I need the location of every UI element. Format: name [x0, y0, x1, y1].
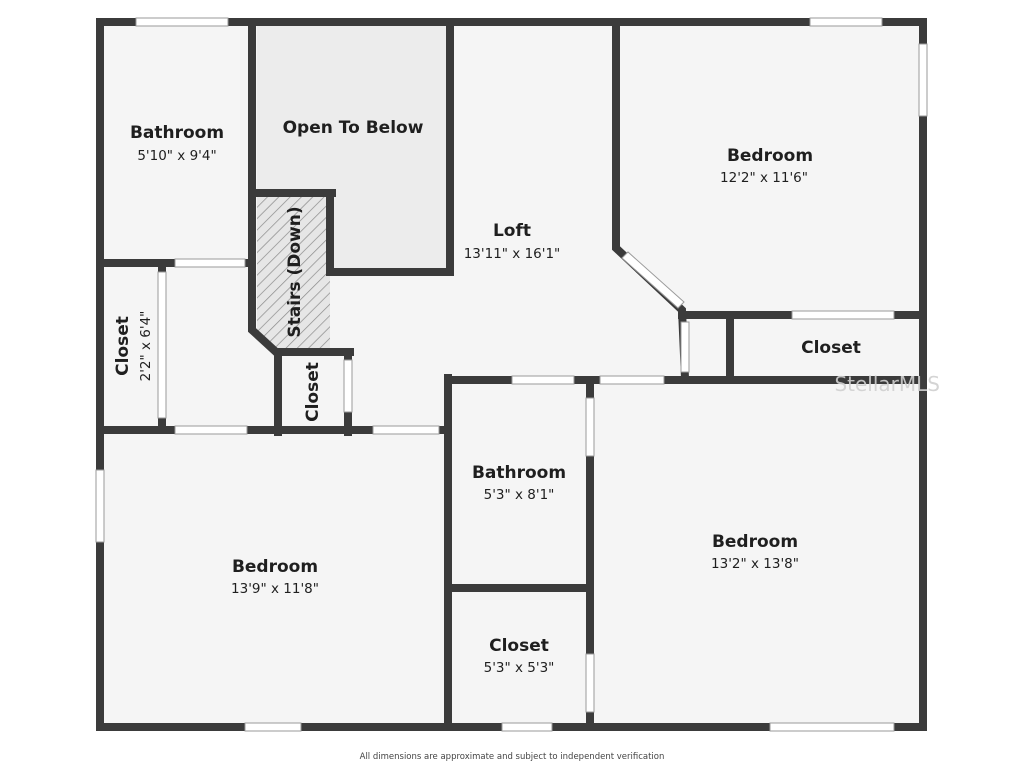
- windows: [95, 17, 928, 732]
- room-name-closet-left: Closet: [113, 316, 133, 376]
- room-dims-closet-bottom: 5'3" x 5'3": [484, 660, 555, 676]
- room-name-closet-right: Closet: [801, 338, 861, 358]
- room-dims-bathroom-middle: 5'3" x 8'1": [484, 487, 555, 503]
- room-name-bathroom-middle: Bathroom: [472, 463, 566, 483]
- room-name-bathroom-top-left: Bathroom: [130, 123, 224, 143]
- stairs-area: [257, 195, 330, 352]
- room-name-open-to-below: Open To Below: [283, 118, 424, 138]
- room-name-closet-bottom: Closet: [489, 636, 549, 656]
- room-dims-loft: 13'11" x 16'1": [464, 246, 561, 262]
- room-dims-bedroom-bottom-left: 13'9" x 11'8": [231, 581, 319, 597]
- room-name-stairs: Stairs (Down): [285, 206, 305, 337]
- door-openings: [157, 251, 895, 713]
- disclaimer: All dimensions are approximate and subje…: [359, 752, 665, 762]
- room-name-closet-small: Closet: [303, 362, 323, 422]
- room-dims-bedroom-top-right: 12'2" x 11'6": [720, 170, 808, 186]
- room-name-bedroom-bottom-left: Bedroom: [232, 557, 318, 577]
- room-dims-closet-left: 2'2" x 6'4": [138, 311, 154, 382]
- watermark: StellarMLS: [834, 372, 940, 396]
- room-name-loft: Loft: [493, 221, 531, 241]
- room-dims-bathroom-top-left: 5'10" x 9'4": [137, 148, 216, 164]
- floor-area: [100, 22, 923, 727]
- room-name-bedroom-top-right: Bedroom: [727, 146, 813, 166]
- room-dims-bedroom-bottom-right: 13'2" x 13'8": [711, 556, 799, 572]
- room-name-bedroom-bottom-right: Bedroom: [712, 532, 798, 552]
